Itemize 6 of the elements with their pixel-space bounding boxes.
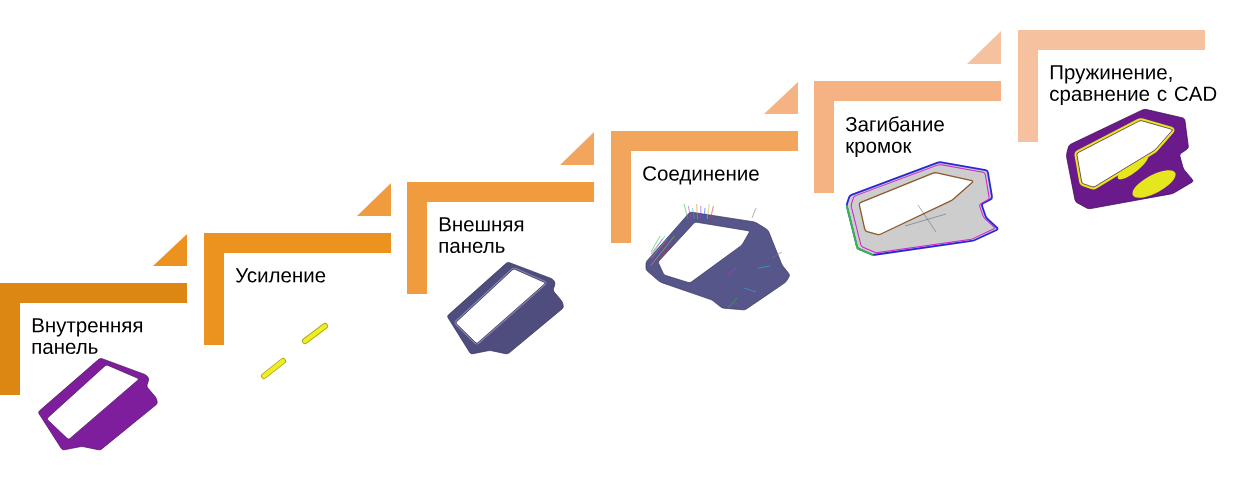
- step-bracket: Внутренняя панель: [0, 283, 187, 395]
- step-bracket: Усиление: [204, 233, 391, 345]
- step-bracket: Соединение: [611, 131, 798, 243]
- step-bracket: Внешняя панель: [407, 182, 594, 294]
- step-bracket: Пружинение, сравнение с CAD: [1018, 30, 1217, 142]
- step-bracket: Загибание кромок: [814, 81, 1001, 193]
